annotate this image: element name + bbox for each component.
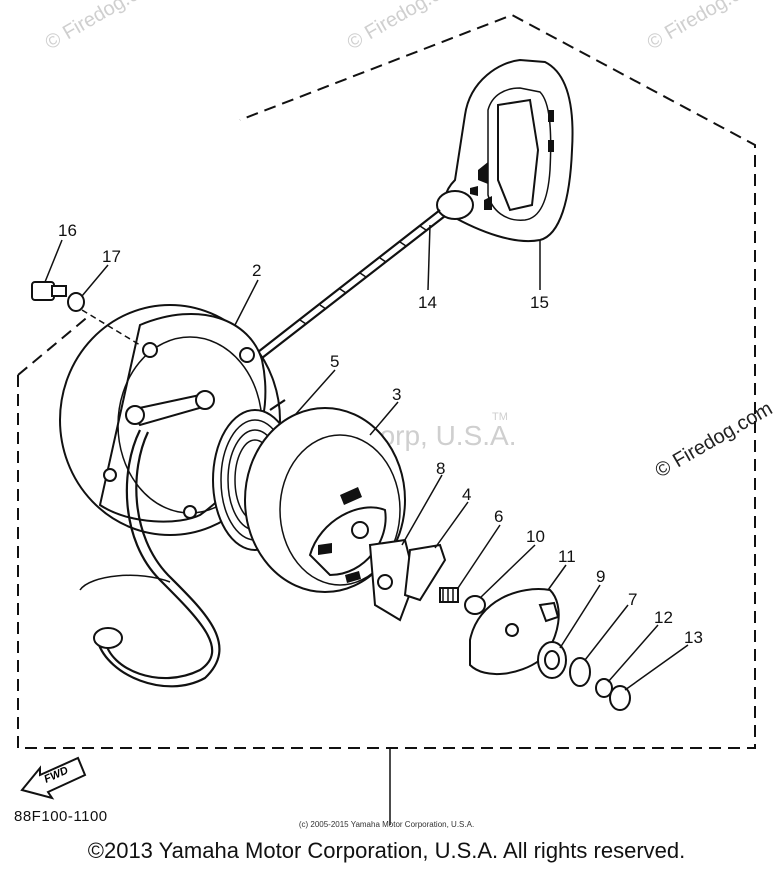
callouts: 2 3 4 5 6 7 8 9 10 11 12 13 14 15 16 17: [58, 221, 703, 647]
callout-4: 4: [462, 485, 471, 504]
copyright-notice: ©2013 Yamaha Motor Corporation, U.S.A. A…: [87, 838, 686, 863]
starter-handle: [436, 58, 574, 242]
watermark-top-right: © Firedog.com: [644, 0, 769, 54]
nut-13: [609, 685, 631, 711]
small-copyright: (c) 2005-2015 Yamaha Motor Corporation, …: [298, 820, 475, 829]
callout-3: 3: [392, 385, 401, 404]
callout-9: 9: [596, 567, 605, 586]
callout-12: 12: [654, 608, 673, 627]
cable-lead: [79, 574, 171, 591]
friction-spring: [403, 543, 447, 602]
callout-10: 10: [526, 527, 545, 546]
compression-spring: [439, 587, 459, 603]
friction-plate: [469, 588, 560, 676]
callout-2: 2: [252, 261, 261, 280]
callout-5: 5: [330, 352, 339, 371]
cable-connector: [93, 627, 123, 649]
washer-10: [464, 595, 486, 615]
callout-7: 7: [628, 590, 637, 609]
starter-rope: [257, 209, 441, 353]
callout-11: 11: [558, 547, 576, 566]
watermark-tm: TM: [492, 411, 508, 423]
bolt-axis: [81, 309, 141, 346]
callout-6: 6: [494, 507, 503, 526]
stop-switch-cable: [103, 429, 214, 680]
callout-15: 15: [530, 293, 549, 312]
bolt-16: [31, 281, 67, 301]
watermark-top-left: © Firedog.com: [42, 0, 167, 54]
callout-13: 13: [684, 628, 703, 647]
part-code: 88F100-1100: [14, 808, 108, 825]
assembly-outline: [17, 13, 756, 749]
callout-17: 17: [102, 247, 121, 266]
leader-lines: [44, 224, 689, 691]
callout-8: 8: [436, 459, 445, 478]
callout-14: 14: [418, 293, 437, 312]
outline-segment: [17, 314, 91, 376]
sheave-drum: [244, 407, 406, 593]
watermark-top-center: © Firedog.com: [344, 0, 469, 54]
callout-16: 16: [58, 221, 77, 240]
washer-17: [67, 292, 85, 312]
fwd-arrow: FWD: [20, 756, 87, 800]
washer-12: [595, 678, 613, 698]
washer-7: [569, 657, 591, 687]
